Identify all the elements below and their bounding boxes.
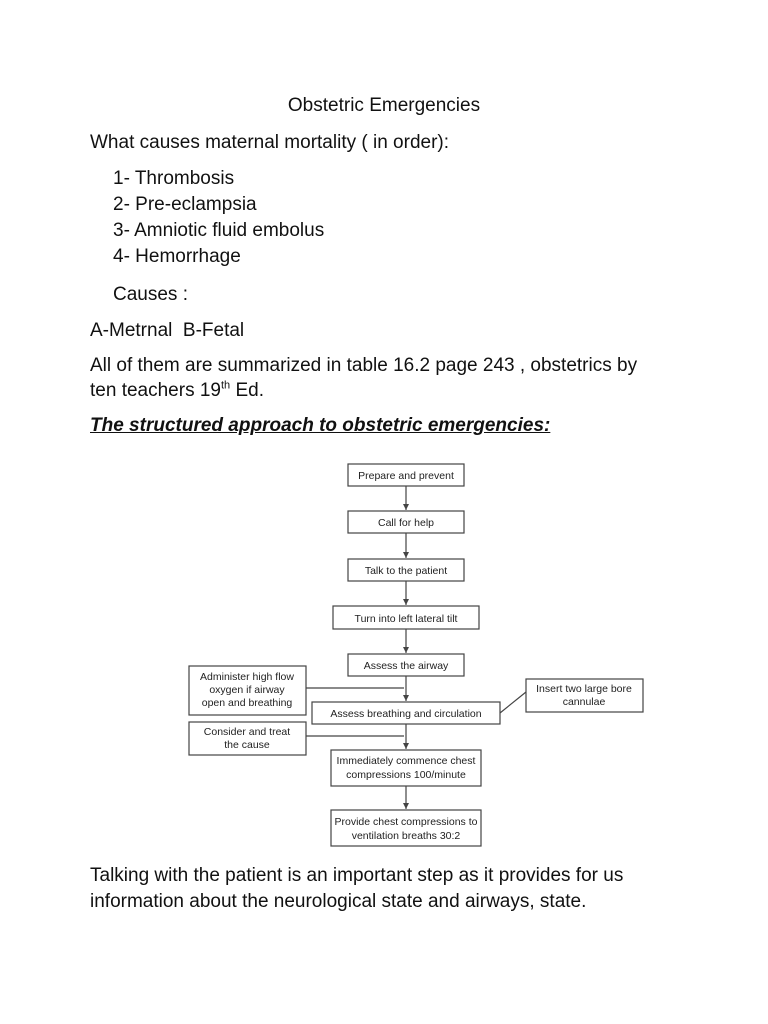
step-text-compressions-1: Immediately commence chest [337, 755, 476, 767]
step-text-compressions-2: compressions 100/minute [346, 769, 466, 781]
side-text-oxygen-3: open and breathing [202, 697, 293, 709]
side-box-oxygen [188, 665, 307, 716]
summary-line-2-text: ten teachers 19 [90, 380, 221, 401]
side-box-cause [188, 721, 307, 756]
step-text-breathing: Assess breathing and circulation [330, 708, 481, 720]
step-text-talk: Talk to the patient [365, 565, 447, 577]
step-text-airway: Assess the airway [364, 660, 449, 672]
step-text-ratio-2: ventilation breaths 30:2 [352, 830, 461, 842]
summary-line-2-end: Ed. [230, 380, 264, 401]
step-box-airway [347, 653, 465, 677]
summary-line-2: ten teachers 19th Ed. [90, 380, 264, 402]
side-text-oxygen-2: oxygen if airway [209, 684, 285, 696]
summary-line-1: All of them are summarized in table 16.2… [90, 355, 638, 376]
summary-superscript: th [220, 379, 231, 392]
connector-cannulae [499, 691, 527, 714]
step-box-ratio [330, 809, 482, 847]
step-box-prepare [347, 463, 465, 487]
step-box-compressions [330, 749, 482, 787]
side-text-cause-1: Consider and treat [204, 726, 290, 738]
causes-label: Causes : [113, 284, 188, 305]
closing-line-2: information about the neurological state… [90, 891, 587, 912]
side-text-cannulae-1: Insert two large bore [536, 683, 632, 695]
causes-types: A-Metrnal B-Fetal [90, 320, 245, 341]
page-title: Obstetric Emergencies [287, 95, 481, 116]
cause-item-3: 3- Amniotic fluid embolus [113, 220, 325, 241]
side-text-cannulae-2: cannulae [563, 696, 606, 708]
closing-line-1: Talking with the patient is an important… [90, 865, 624, 886]
side-box-cannulae [525, 678, 644, 713]
cause-item-4: 4- Hemorrhage [113, 246, 241, 267]
step-text-ratio-1: Provide chest compressions to [335, 816, 478, 828]
section-heading: The structured approach to obstetric eme… [90, 415, 551, 436]
step-text-prepare: Prepare and prevent [358, 470, 454, 482]
side-text-cause-2: the cause [224, 739, 270, 751]
step-box-call [347, 510, 465, 534]
step-text-tilt: Turn into left lateral tilt [355, 613, 458, 625]
side-text-oxygen-1: Administer high flow [200, 671, 294, 683]
cause-item-2: 2- Pre-eclampsia [113, 194, 257, 215]
step-box-talk [347, 558, 465, 582]
step-box-breathing [311, 701, 501, 725]
question-text: What causes maternal mortality ( in orde… [90, 132, 450, 153]
cause-item-1: 1- Thrombosis [113, 168, 235, 189]
step-box-tilt [332, 605, 480, 630]
step-text-call: Call for help [378, 517, 434, 529]
